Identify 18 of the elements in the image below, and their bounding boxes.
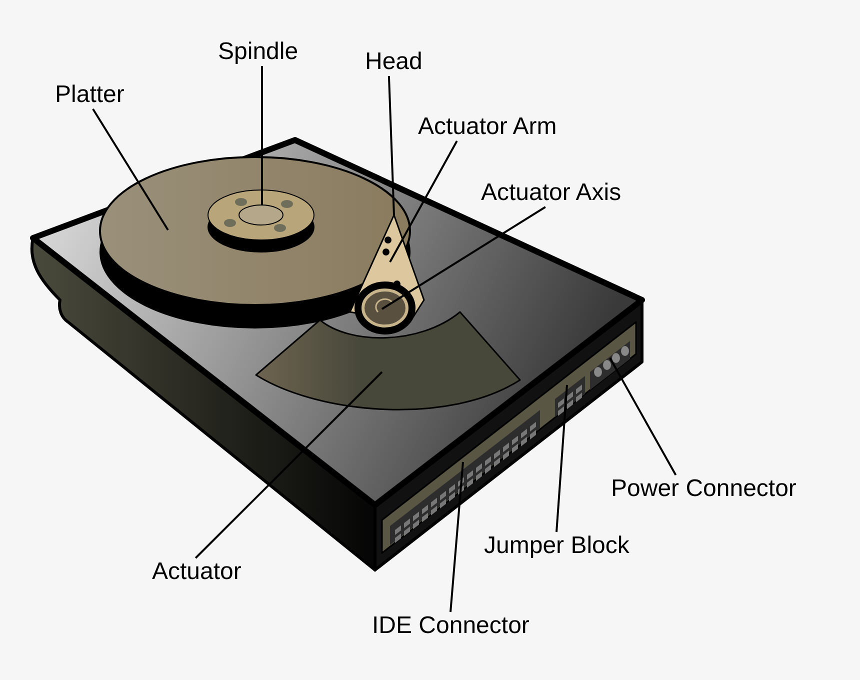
part-label: Jumper Block <box>484 532 630 560</box>
part-label: Actuator <box>152 558 242 586</box>
leader-line <box>261 66 263 205</box>
part-label: Head <box>365 48 422 76</box>
part-label: Actuator Axis <box>481 179 622 207</box>
leader-line <box>92 108 169 231</box>
part-label: Actuator Arm <box>418 113 557 141</box>
leader-line <box>194 371 383 559</box>
part-label: Power Connector <box>611 475 796 503</box>
leader-line <box>381 206 546 310</box>
leader-line <box>450 462 464 612</box>
leader-line <box>556 384 568 532</box>
part-label: Platter <box>55 81 124 109</box>
part-label: Spindle <box>218 38 298 66</box>
leader-line <box>389 140 458 262</box>
part-label: IDE Connector <box>372 612 530 640</box>
leader-line <box>388 76 395 216</box>
leader-line <box>609 358 677 476</box>
